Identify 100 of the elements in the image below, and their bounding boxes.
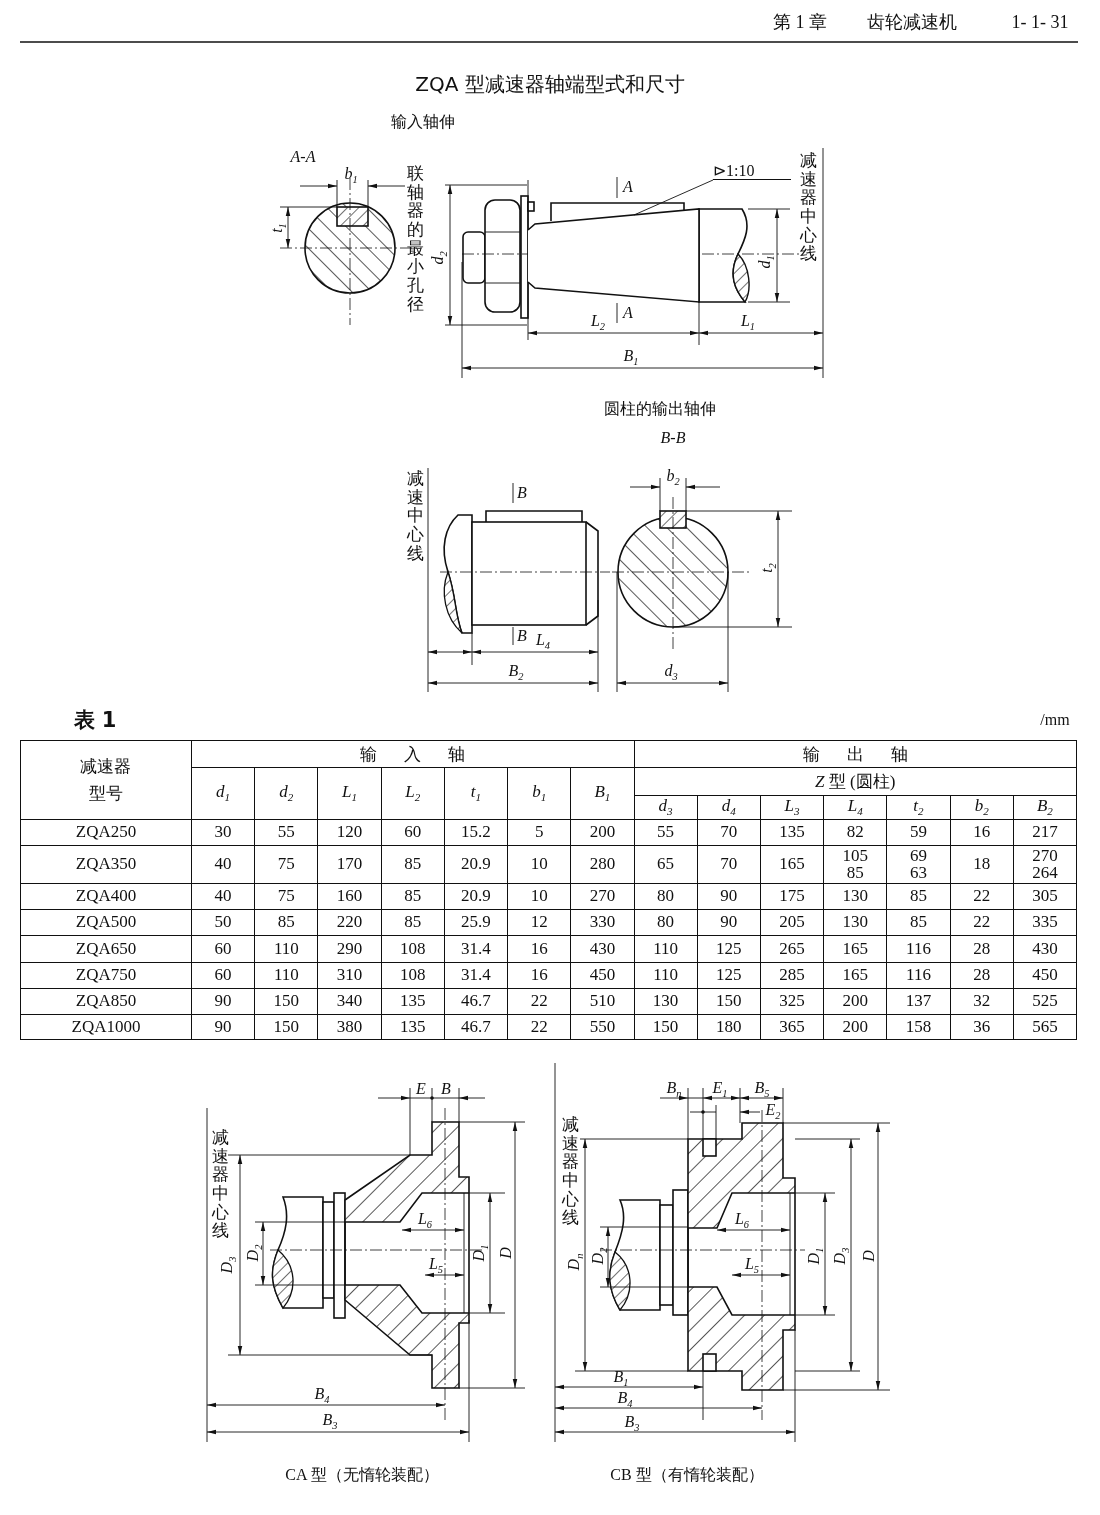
table-cell: 265: [760, 936, 824, 962]
table-cell: 12: [508, 910, 571, 935]
column-header: L$_{4}$: [824, 796, 887, 819]
table-cell: 150: [634, 1015, 697, 1039]
centerline-label: 减速器中心线: [561, 1115, 579, 1229]
table-cell: 220: [318, 910, 381, 935]
column-header: L$_{1}$: [318, 768, 381, 819]
table-cell: 150: [255, 1015, 318, 1039]
table-cell: 310: [318, 963, 381, 988]
dimension-label: d$_{3}$: [664, 663, 678, 683]
dimension-label: L$_{6}$: [734, 1211, 750, 1231]
table-cell: 305: [1013, 884, 1076, 909]
dimension-label: L$_{5}$: [428, 1256, 444, 1276]
table-cell: 32: [950, 989, 1013, 1014]
table-cell: 60: [192, 963, 255, 988]
column-header: L$_{3}$: [760, 796, 824, 819]
section-label: A: [623, 179, 633, 195]
table-cell: 85: [887, 910, 950, 935]
table-cell: 70: [697, 846, 760, 883]
table-header: 输入轴: [192, 741, 634, 767]
table-cell: 175: [760, 884, 824, 909]
table-cell: 430: [1013, 936, 1076, 962]
table-cell: 125: [697, 963, 760, 988]
table-cell: 165: [824, 963, 887, 988]
table-cell: 28: [950, 936, 1013, 962]
table-cell: 150: [697, 989, 760, 1014]
centerline-label: 减速器中心线: [799, 151, 817, 265]
table-cell: 270: [571, 884, 634, 909]
table-cell: 46.7: [444, 1015, 508, 1039]
dimension-label: b$_{2}$: [666, 468, 680, 488]
section-label: A-A: [290, 149, 316, 165]
dimension-label: B$_{n}$: [666, 1080, 682, 1100]
table-cell: 31.4: [444, 936, 508, 962]
table-cell: 180: [697, 1015, 760, 1039]
table-cell: 59: [887, 820, 950, 845]
table-header: Z 型 (圆柱): [634, 768, 1076, 795]
section-label: A: [623, 305, 633, 321]
table-cell: 510: [571, 989, 634, 1014]
dimension-label: L$_{6}$: [417, 1211, 433, 1231]
table-cell: 60: [381, 820, 444, 845]
table-cell: 165: [760, 846, 824, 883]
table-cell: 108: [381, 936, 444, 962]
table-cell: 55: [634, 820, 697, 845]
dimension-label: B$_{3}$: [322, 1412, 338, 1432]
view-heading: 圆柱的输出轴伸: [604, 401, 716, 417]
table-cell: 130: [634, 989, 697, 1014]
table-cell: 25.9: [444, 910, 508, 935]
table-cell: 565: [1013, 1015, 1076, 1039]
table-cell: 90: [192, 1015, 255, 1039]
table-cell: 40: [192, 884, 255, 909]
table-cell: 110: [634, 936, 697, 962]
column-header: d$_{2}$: [255, 768, 318, 819]
table-cell: 80: [634, 910, 697, 935]
table-cell: 16: [950, 820, 1013, 845]
dimension-label: B$_{1}$: [623, 348, 639, 368]
table-cell: 135: [760, 820, 824, 845]
table-cell: 20.9: [444, 846, 508, 883]
table-cell: 65: [634, 846, 697, 883]
dimension-label: B$_{4}$: [314, 1386, 330, 1406]
table-cell: 200: [824, 989, 887, 1014]
dimension-label: D: [861, 1250, 877, 1262]
table-header: 减速器型号: [21, 741, 191, 819]
section-label: B: [517, 485, 527, 501]
table-cell: 85: [381, 910, 444, 935]
table-cell: 90: [192, 989, 255, 1014]
table-cell: 120: [318, 820, 381, 845]
table-cell: 200: [824, 1015, 887, 1039]
table-cell: 85: [255, 910, 318, 935]
table-cell: 85: [381, 884, 444, 909]
dimension-label: B$_{3}$: [624, 1414, 640, 1434]
table-cell: 450: [571, 963, 634, 988]
figure-caption: CA 型（无惰轮装配）: [285, 1467, 439, 1483]
table-cell: 30: [192, 820, 255, 845]
table-cell: ZQA750: [21, 963, 191, 988]
table-cell: 28: [950, 963, 1013, 988]
table-cell: ZQA350: [21, 846, 191, 883]
leader-line: [633, 179, 714, 216]
table-cell: 270 264: [1013, 846, 1076, 883]
table-cell: 108: [381, 963, 444, 988]
table-cell: 10: [508, 884, 571, 909]
table-cell: 16: [508, 963, 571, 988]
table-cell: 170: [318, 846, 381, 883]
table-cell: 36: [950, 1015, 1013, 1039]
page-header-text: 齿轮减速机: [867, 13, 957, 31]
table-cell: 40: [192, 846, 255, 883]
dimension-label: L$_{1}$: [740, 313, 756, 333]
table-cell: 200: [571, 820, 634, 845]
dimension-label: B$_{4}$: [617, 1390, 633, 1410]
page-number: 1- 1- 31: [1011, 13, 1069, 31]
table-cell: 205: [760, 910, 824, 935]
table-cell: 285: [760, 963, 824, 988]
table-header: 输出轴: [634, 741, 1076, 767]
table-cell: 70: [697, 820, 760, 845]
table-cell: 125: [697, 936, 760, 962]
table-cell: 110: [634, 963, 697, 988]
centerline-label: 减速器中心线: [211, 1128, 229, 1242]
table-cell: 85: [887, 884, 950, 909]
table-title: 表 1: [73, 709, 117, 731]
table-cell: 82: [824, 820, 887, 845]
table-cell: 31.4: [444, 963, 508, 988]
